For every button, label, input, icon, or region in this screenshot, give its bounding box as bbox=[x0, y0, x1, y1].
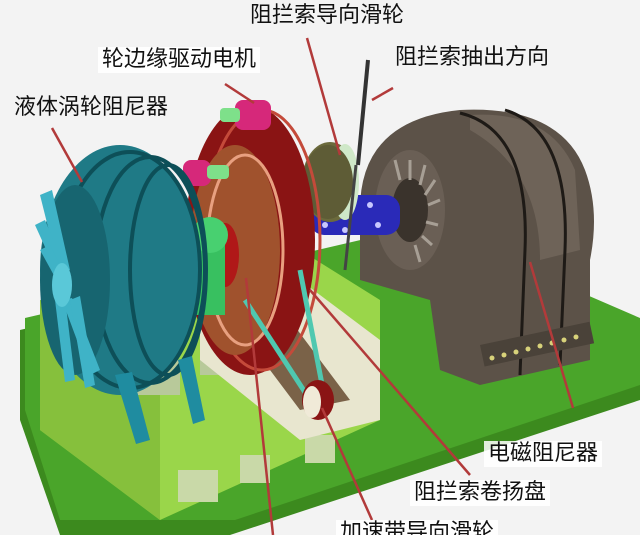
accel-belt bbox=[242, 298, 313, 402]
label-pullout-direction: 阻拦索抽出方向 bbox=[395, 45, 550, 70]
drive-motor-side-shaft bbox=[207, 165, 229, 179]
arrestor-cable bbox=[356, 59, 370, 166]
guide-pulley-face bbox=[303, 145, 353, 219]
frame-window bbox=[178, 470, 218, 502]
label-electromagnetic-damper: 电磁阻尼器 bbox=[484, 441, 603, 467]
label-hydro-turbine-damper: 液体涡轮阻尼器 bbox=[14, 95, 169, 120]
label-accel-belt-pulley: 加速带导向滑轮 bbox=[336, 520, 499, 535]
leader-drum-down bbox=[244, 277, 275, 535]
em-damper-groove bbox=[459, 111, 527, 376]
em-damper-feet bbox=[480, 321, 595, 367]
accel-belt bbox=[297, 269, 328, 401]
frame-window bbox=[305, 435, 335, 463]
leader-guide-pulley bbox=[305, 37, 342, 156]
label-rim-drive-motor: 轮边缘驱动电机 bbox=[98, 47, 261, 73]
label-guide-pulley: 阻拦索导向滑轮 bbox=[250, 3, 405, 28]
drive-motor-top-shaft bbox=[220, 108, 240, 122]
leader-drive-motor bbox=[224, 82, 255, 105]
turbine-leg bbox=[115, 372, 150, 444]
leader-cable-drum bbox=[309, 289, 471, 476]
em-fan-blades bbox=[393, 159, 441, 263]
leader-em-damper bbox=[528, 261, 575, 409]
em-damper-groove bbox=[504, 108, 567, 366]
em-fan-center bbox=[392, 178, 428, 242]
leader-turbine bbox=[50, 127, 84, 183]
drive-motor-side bbox=[183, 160, 211, 186]
turbine-hub bbox=[52, 263, 72, 307]
drive-motor-top bbox=[235, 100, 271, 130]
leader-pullout bbox=[371, 86, 394, 102]
turbine-leg bbox=[178, 356, 205, 424]
turbine-groove bbox=[128, 163, 208, 377]
leader-lines bbox=[50, 37, 575, 535]
leader-accel-pulley bbox=[320, 407, 374, 521]
accel-belt-pulley-face bbox=[303, 386, 321, 418]
arrestor-cable-down bbox=[343, 164, 358, 271]
em-damper-highlight bbox=[470, 114, 580, 260]
label-cable-drum: 阻拦索卷扬盘 bbox=[410, 480, 551, 506]
